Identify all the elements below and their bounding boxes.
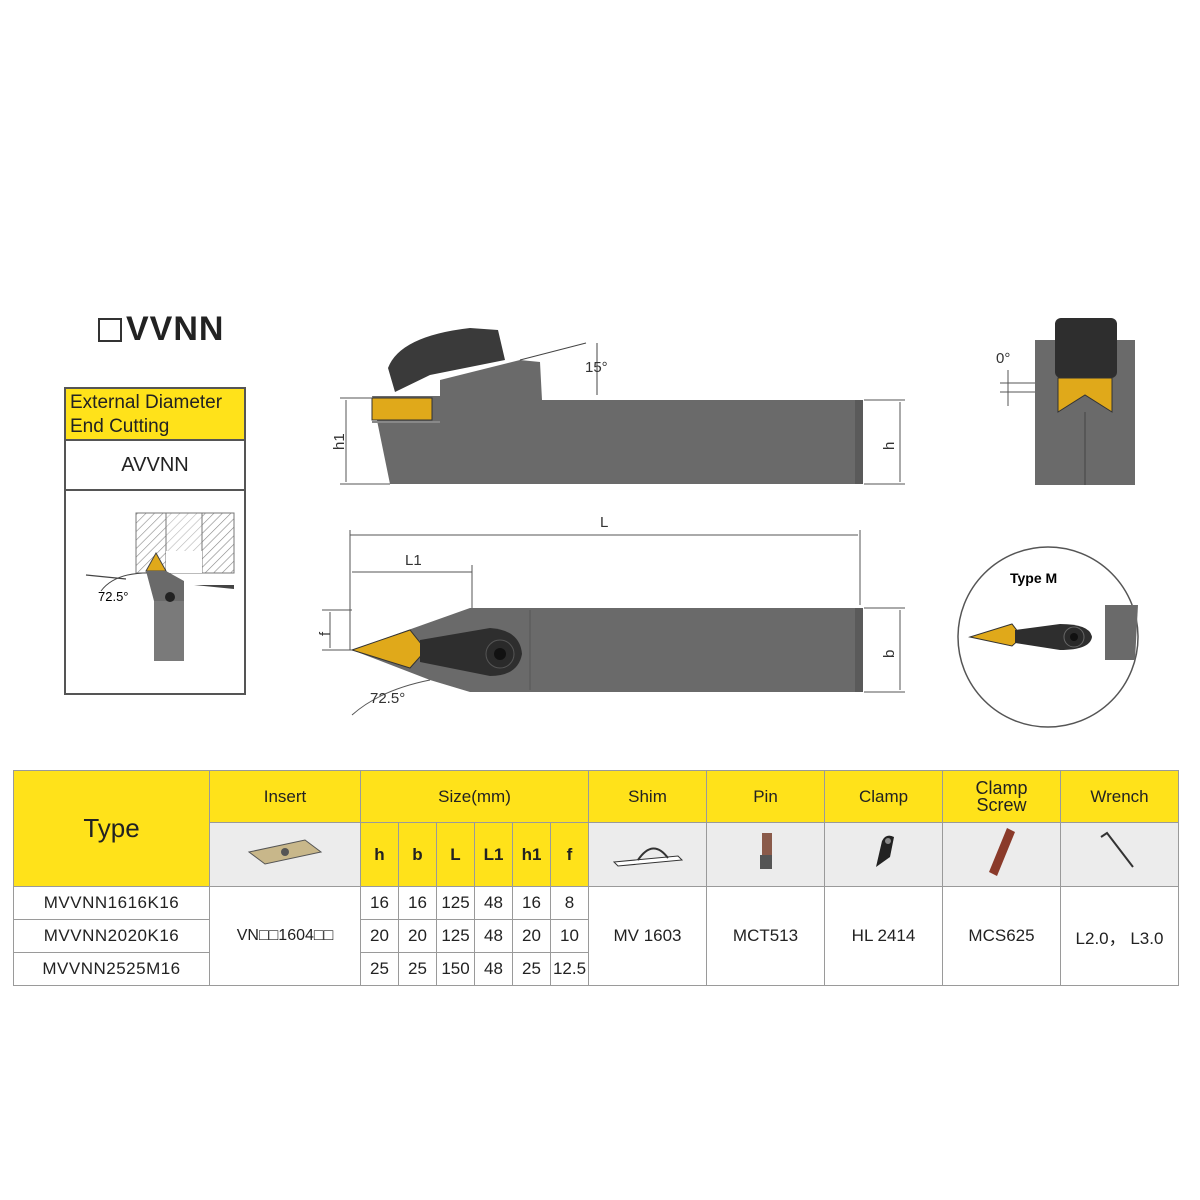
angle-72-label: 72.5° bbox=[370, 690, 405, 707]
clamp-cell: HL 2414 bbox=[824, 886, 943, 986]
shim-cell: MV 1603 bbox=[588, 886, 707, 986]
size-cell: 20 bbox=[398, 919, 437, 953]
type-m-detail: Type M bbox=[957, 546, 1139, 728]
end-view: 0° bbox=[996, 318, 1135, 485]
size-cell: 20 bbox=[512, 919, 551, 953]
size-col-h1: h1 bbox=[512, 822, 551, 887]
application-code: AVVNN bbox=[66, 441, 244, 491]
application-line2: End Cutting bbox=[70, 416, 170, 437]
size-col-b: b bbox=[398, 822, 437, 887]
dim-L1-label: L1 bbox=[405, 552, 422, 569]
wrench-image bbox=[1060, 822, 1179, 887]
title-text: VVNN bbox=[126, 310, 225, 348]
size-cell: 48 bbox=[474, 952, 513, 986]
type-cell: MVVNN2525M16 bbox=[13, 952, 210, 986]
application-line1: External Diameter bbox=[70, 392, 223, 413]
clamp-screw-header-line2: Screw bbox=[976, 794, 1027, 815]
size-cell: 48 bbox=[474, 919, 513, 953]
application-angle: 72.5° bbox=[98, 589, 129, 604]
clamp-image bbox=[824, 822, 943, 887]
size-cell: 10 bbox=[550, 919, 589, 953]
pin-cell: MCT513 bbox=[706, 886, 825, 986]
size-cell: 48 bbox=[474, 886, 513, 920]
clamp-screw-cell: MCS625 bbox=[942, 886, 1061, 986]
size-col-L: L bbox=[436, 822, 475, 887]
size-cell: 25 bbox=[512, 952, 551, 986]
clamp-screw-image bbox=[942, 822, 1061, 887]
clamp-icon bbox=[875, 835, 894, 867]
application-box: External Diameter End Cutting AVVNN 72.5… bbox=[64, 387, 246, 695]
size-col-f: f bbox=[550, 822, 589, 887]
clamp-screw-header: Clamp Screw bbox=[942, 770, 1061, 823]
size-cell: 16 bbox=[360, 886, 399, 920]
wrench-icon bbox=[1099, 831, 1134, 868]
size-col-h: h bbox=[360, 822, 399, 887]
size-cell: 25 bbox=[360, 952, 399, 986]
type-cell: MVVNN1616K16 bbox=[13, 886, 210, 920]
shim-header: Shim bbox=[588, 770, 707, 823]
spec-table: Type Insert Size(mm) Shim Pin Clamp Clam… bbox=[13, 770, 1179, 986]
insert-cell: VN□□1604□□ bbox=[209, 886, 361, 986]
header-row: Type Insert Size(mm) Shim Pin Clamp Clam… bbox=[13, 770, 1179, 887]
pin-image bbox=[706, 822, 825, 887]
pin-icon bbox=[759, 833, 772, 869]
dim-f-label: f bbox=[317, 631, 334, 636]
pin-header: Pin bbox=[706, 770, 825, 823]
shim-image bbox=[588, 822, 707, 887]
size-cell: 12.5 bbox=[550, 952, 589, 986]
page-title: VVNN bbox=[98, 310, 224, 349]
size-cell: 16 bbox=[398, 886, 437, 920]
application-diagram: 72.5° bbox=[85, 512, 235, 661]
size-cell: 8 bbox=[550, 886, 589, 920]
size-col-L1: L1 bbox=[474, 822, 513, 887]
type-m-label: Type M bbox=[1010, 570, 1057, 586]
dim-L-label: L bbox=[600, 514, 608, 531]
table-row: MVVNN1616K16 VN□□1604□□ 16 16 125 48 16 … bbox=[13, 886, 1179, 986]
angle-0-label: 0° bbox=[996, 350, 1010, 367]
clamp-screw-icon bbox=[988, 828, 1015, 876]
icon-row: h b L L1 h1 f bbox=[14, 822, 1179, 887]
dim-b-label: b bbox=[881, 650, 898, 658]
size-cell: 20 bbox=[360, 919, 399, 953]
clamp-screw-header-line1: Clamp bbox=[975, 777, 1028, 798]
wrench-header: Wrench bbox=[1060, 770, 1179, 823]
technical-drawing: 15° h1 h L L1 f b 72.5° bbox=[317, 318, 1139, 728]
type-header: Type bbox=[13, 770, 210, 887]
size-cell: 150 bbox=[436, 952, 475, 986]
clamp-header: Clamp bbox=[824, 770, 943, 823]
side-view: 15° h1 h bbox=[331, 328, 905, 485]
type-cell: MVVNN2020K16 bbox=[13, 919, 210, 953]
angle-15-label: 15° bbox=[585, 359, 608, 376]
wrench-cell: L2.0， L3.0 bbox=[1060, 886, 1179, 986]
size-cell: 125 bbox=[436, 919, 475, 953]
application-label: External Diameter End Cutting bbox=[66, 389, 244, 441]
size-cell: 16 bbox=[512, 886, 551, 920]
top-view: L L1 f b 72.5° bbox=[317, 514, 905, 716]
title-checkbox-mark bbox=[98, 317, 122, 342]
dim-h1-label: h1 bbox=[331, 433, 348, 450]
insert-header: Insert bbox=[209, 770, 361, 823]
insert-image bbox=[209, 822, 361, 887]
size-cell: 125 bbox=[436, 886, 475, 920]
table-row: MVVNN2020K16 20 20 125 48 20 10 bbox=[13, 919, 1179, 953]
table-row: MVVNN2525M16 25 25 150 48 25 12.5 bbox=[13, 952, 1179, 986]
dim-h-label: h bbox=[881, 442, 898, 450]
shim-icon bbox=[612, 847, 683, 867]
size-cell: 25 bbox=[398, 952, 437, 986]
size-header: Size(mm) bbox=[360, 770, 589, 823]
insert-icon bbox=[247, 839, 323, 865]
